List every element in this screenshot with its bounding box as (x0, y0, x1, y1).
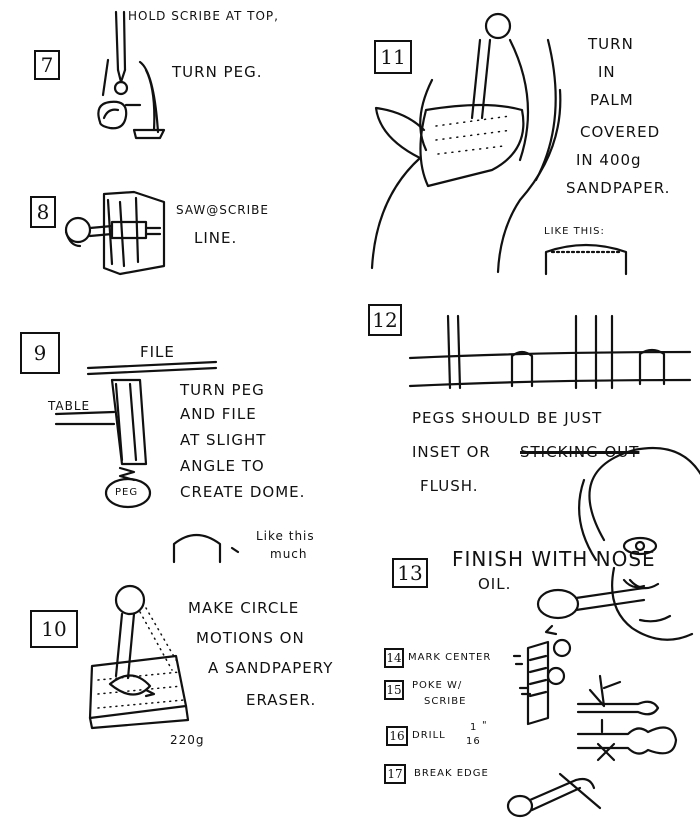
step-10-instruction-line-2: MOTIONS ON (196, 629, 305, 647)
step7-illustration (97, 10, 166, 140)
step-17-instruction: BREAK EDGE (414, 768, 489, 779)
step9-illustration (54, 360, 240, 564)
step-9-note-line-2: much (270, 547, 308, 561)
step-11-instruction-line-2: IN (598, 63, 616, 81)
step-16-number: 16 (389, 729, 405, 743)
step-10-grit-label: 220g (170, 733, 205, 747)
step-16-instruction: DRILL (412, 730, 446, 741)
step-12-instruction-line-1: PEGS SHOULD BE JUST (412, 409, 603, 427)
step-9-file-label: FILE (140, 343, 175, 361)
step-9-number-box: 9 (20, 332, 60, 374)
step-14-number-box: 14 (384, 648, 404, 668)
step-10-instruction-line-1: MAKE CIRCLE (188, 599, 300, 617)
step-11-note: LIKE THIS: (544, 226, 605, 237)
step-9-table-label: TABLE (48, 399, 91, 413)
step-15-number: 15 (386, 683, 402, 697)
step-7-instruction-line-2: TURN PEG. (172, 63, 263, 81)
step-15-instruction-line-1: POKE W/ (412, 680, 463, 691)
step11-illustration (370, 12, 628, 276)
step-8-instruction-line-2: LINE. (194, 229, 238, 247)
step-14-number: 14 (386, 651, 402, 665)
step-15-instruction-line-2: SCRIBE (424, 696, 467, 707)
step-9-note-line-1: Like this (256, 529, 315, 543)
step13-illustration (536, 446, 700, 641)
step-8-number: 8 (36, 200, 50, 224)
step-10-instruction-line-3: A SANDPAPERY (208, 659, 334, 677)
step10-illustration (88, 584, 190, 730)
step-9-instruction-line-5: CREATE DOME. (180, 483, 306, 501)
steps14-17-illustration (506, 638, 678, 818)
step-12-number: 12 (372, 308, 398, 332)
step-8-number-box: 8 (30, 196, 56, 228)
step-12-instruction-line-2: INSET OR (412, 443, 491, 461)
step-10-instruction-line-4: ERASER. (246, 691, 317, 709)
step-9-instruction-line-4: ANGLE TO (180, 457, 265, 475)
step-9-number: 9 (33, 341, 47, 365)
step-9-instruction-line-2: AND FILE (180, 405, 257, 423)
step-16-number-box: 16 (386, 726, 408, 746)
step-11-number: 11 (380, 45, 406, 69)
step-15-number-box: 15 (384, 680, 404, 700)
step-16-fraction-denominator: 16 (466, 736, 481, 747)
step-11-instruction-line-6: SANDPAPER. (566, 179, 671, 197)
step-17-number: 17 (387, 767, 403, 781)
step-9-instruction-line-1: TURN PEG (180, 381, 265, 399)
step-12-instruction-line-3: FLUSH. (420, 477, 479, 495)
step-13-number: 13 (397, 561, 423, 585)
step-9-instruction-line-3: AT SLIGHT (180, 431, 267, 449)
step-11-instruction-line-5: IN 400g (576, 151, 642, 169)
step-8-instruction-line-1: SAW@SCRIBE (176, 203, 269, 217)
step-11-instruction-line-1: TURN (588, 35, 634, 53)
step-16-fraction-numerator: 1 (470, 722, 478, 733)
step-12-number-box: 12 (368, 304, 402, 336)
step-7-number-box: 7 (34, 50, 60, 80)
step-13-instruction-line-1: FINISH WITH NOSE (452, 547, 656, 571)
step-11-instruction-line-3: PALM (590, 91, 634, 109)
step-10-number: 10 (41, 617, 67, 641)
step-12-struck-text: STICKING OUT (520, 443, 640, 461)
step-10-number-box: 10 (30, 610, 78, 648)
step-7-instruction-line-1: HOLD SCRIBE AT TOP, (128, 9, 279, 23)
step-16-fraction-unit: " (482, 720, 488, 731)
step-13-instruction-line-2: OIL. (478, 575, 512, 593)
step-11-instruction-line-4: COVERED (580, 123, 661, 141)
step-14-instruction: MARK CENTER (408, 652, 492, 663)
step-9-peg-label: PEG (115, 487, 139, 498)
step-11-number-box: 11 (374, 40, 412, 74)
step-13-number-box: 13 (392, 558, 428, 588)
step12-illustration (408, 314, 692, 390)
step-17-number-box: 17 (384, 764, 406, 784)
step8-illustration (64, 190, 166, 276)
step-7-number: 7 (40, 53, 54, 77)
